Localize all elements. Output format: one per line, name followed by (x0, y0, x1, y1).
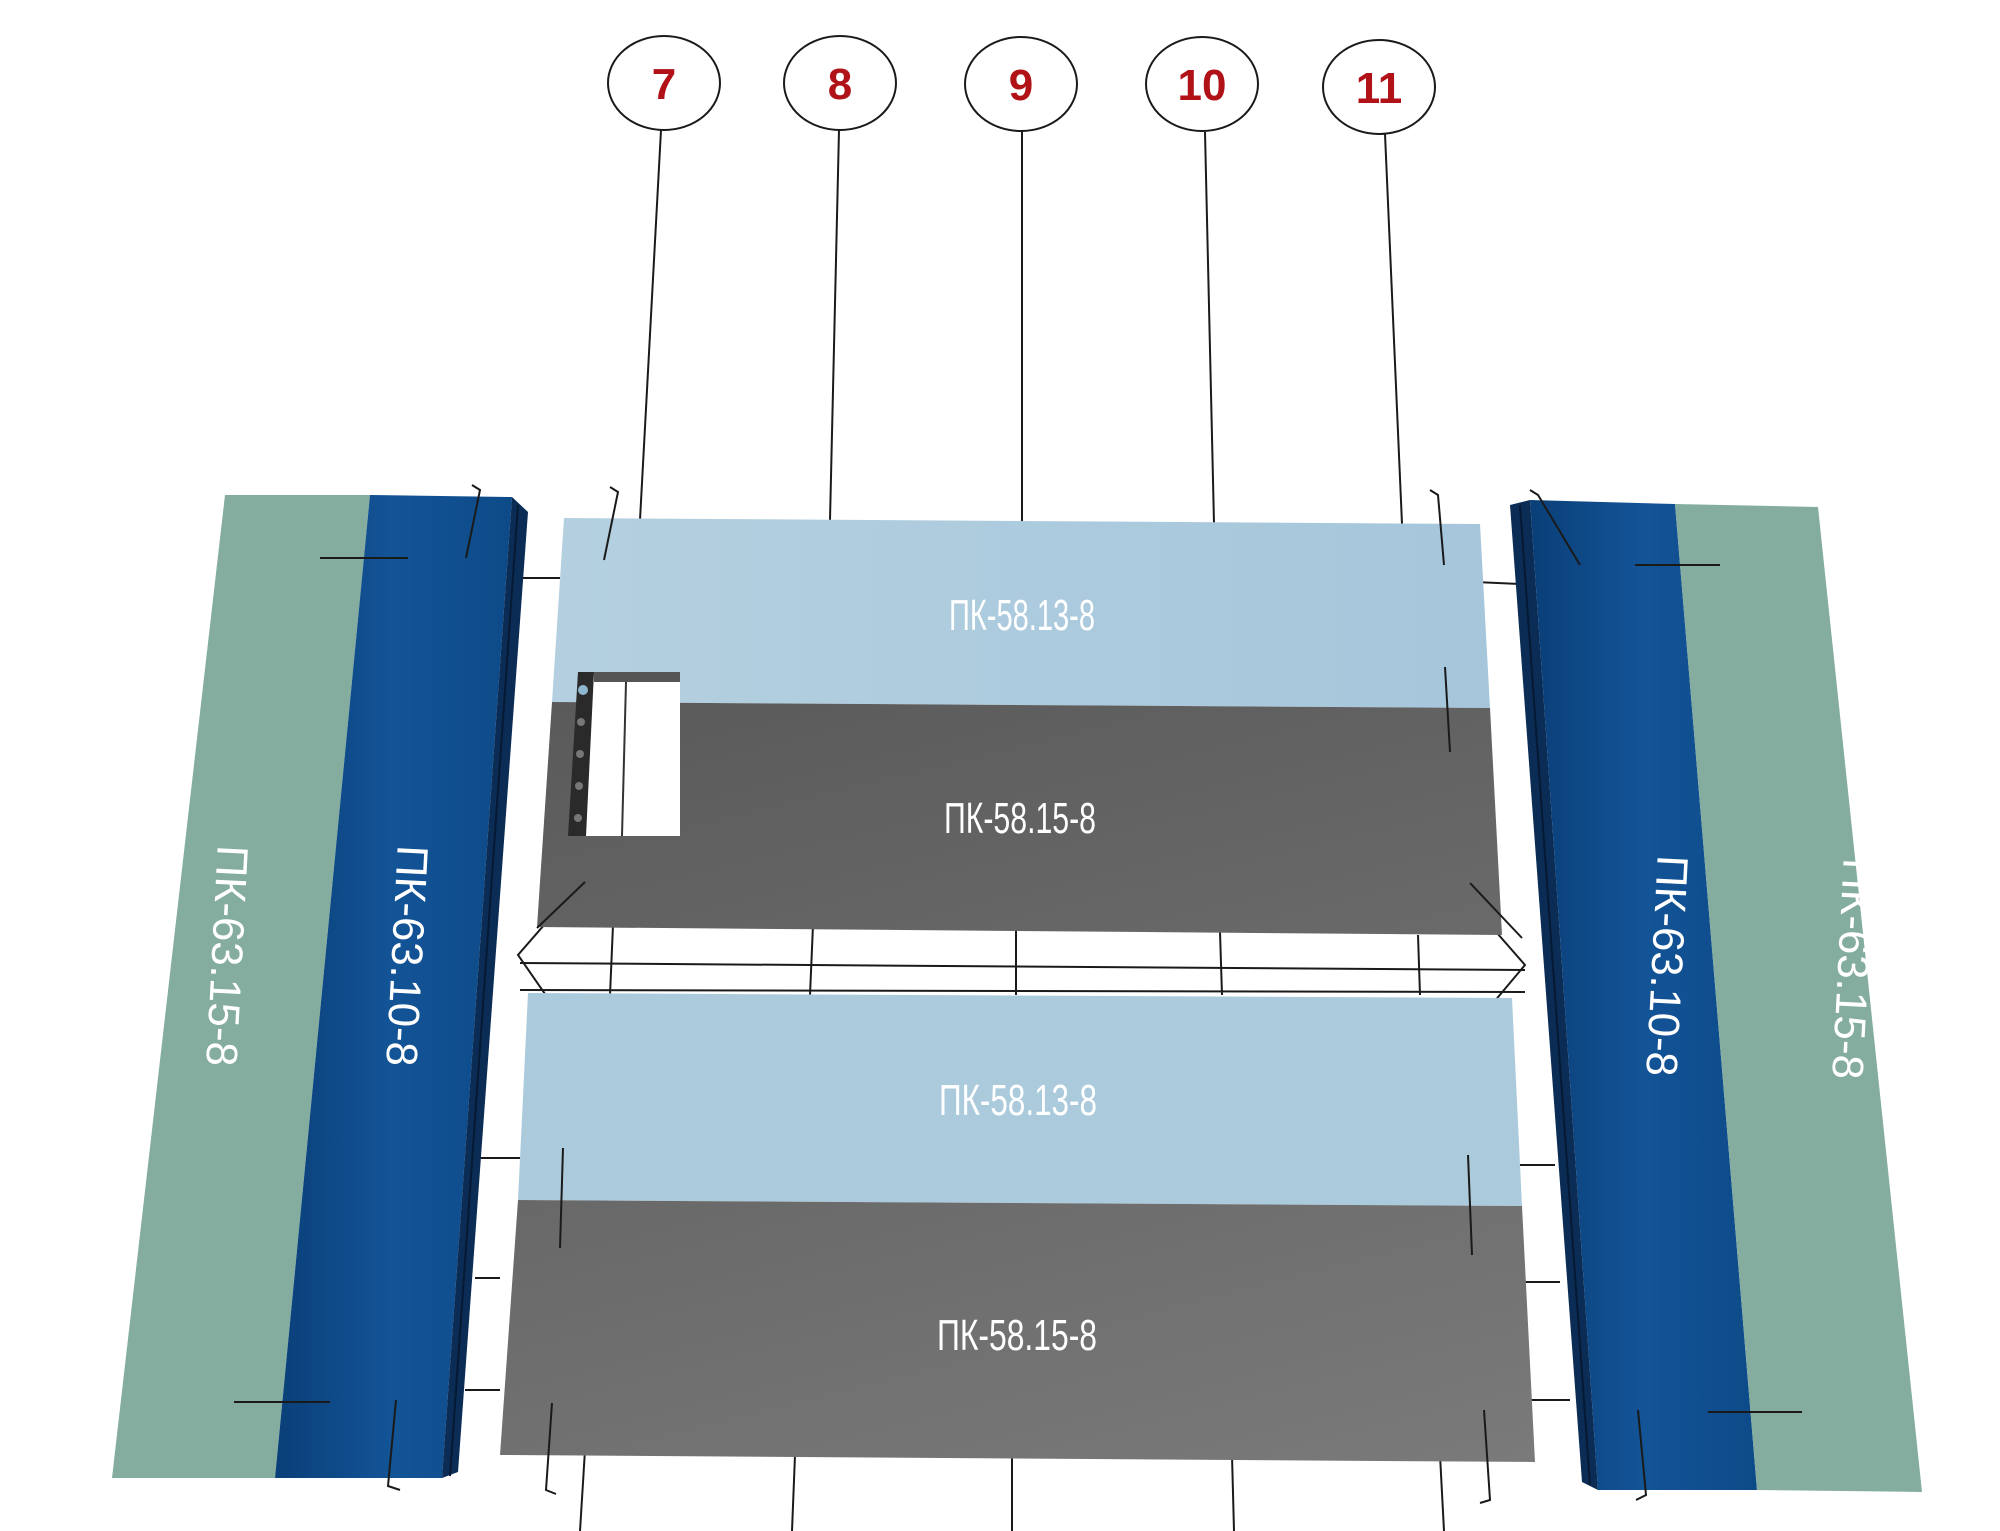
axis-line-10 (1204, 131, 1215, 525)
upper-dark-slab-label: ПК-58.15-8 (944, 794, 1096, 843)
axis-marker-7: 7 (607, 35, 721, 131)
axis-label-9: 9 (1009, 61, 1033, 110)
lower-grey-slab-label: ПК-58.15-8 (937, 1311, 1097, 1360)
axis-label-7: 7 (652, 60, 676, 109)
upper-slab-group: ПК-58.13-8 ПК-58.15-8 (537, 518, 1502, 935)
left-inner-slab (275, 495, 512, 1478)
axis-line-8 (829, 129, 840, 521)
right-outer-slab-label: ПК-63.15-8 (1822, 857, 1883, 1080)
section-marks (234, 484, 1802, 1504)
right-slab-group: ПК-63.10-8 ПК-63.15-8 (1510, 500, 1922, 1492)
axis-label-10: 10 (1178, 61, 1227, 110)
lower-light-slab-label: ПК-58.13-8 (939, 1076, 1097, 1125)
lower-light-slab (518, 993, 1522, 1206)
left-inner-slab-label: ПК-63.10-8 (376, 844, 437, 1067)
right-inner-slab (1530, 500, 1757, 1490)
axis-lines (639, 129, 1403, 525)
axis-label-11: 11 (1356, 64, 1403, 113)
upper-light-slab (552, 518, 1490, 708)
left-outer-slab (112, 495, 370, 1478)
lower-slab-group: ПК-58.13-8 ПК-58.15-8 (500, 993, 1535, 1462)
axis-marker-10: 10 (1145, 36, 1259, 132)
upper-dark-slab (537, 702, 1502, 935)
lower-grey-slab (500, 1200, 1535, 1462)
right-outer-slab (1675, 504, 1922, 1492)
left-slab-group: ПК-63.15-8 ПК-63.10-8 (112, 495, 528, 1478)
left-outer-slab-label: ПК-63.15-8 (196, 844, 257, 1067)
stair-opening (568, 672, 680, 837)
axis-line-7 (639, 129, 662, 521)
axis-marker-9: 9 (964, 36, 1078, 132)
right-inner-slab-label: ПК-63.10-8 (1636, 854, 1697, 1077)
axis-line-11 (1384, 133, 1403, 525)
upper-light-slab-label: ПК-58.13-8 (949, 591, 1095, 640)
axis-markers: 7 8 9 10 11 (607, 35, 1436, 135)
axis-marker-8: 8 (783, 35, 897, 131)
axis-marker-11: 11 (1322, 39, 1436, 135)
axis-label-8: 8 (828, 60, 852, 109)
